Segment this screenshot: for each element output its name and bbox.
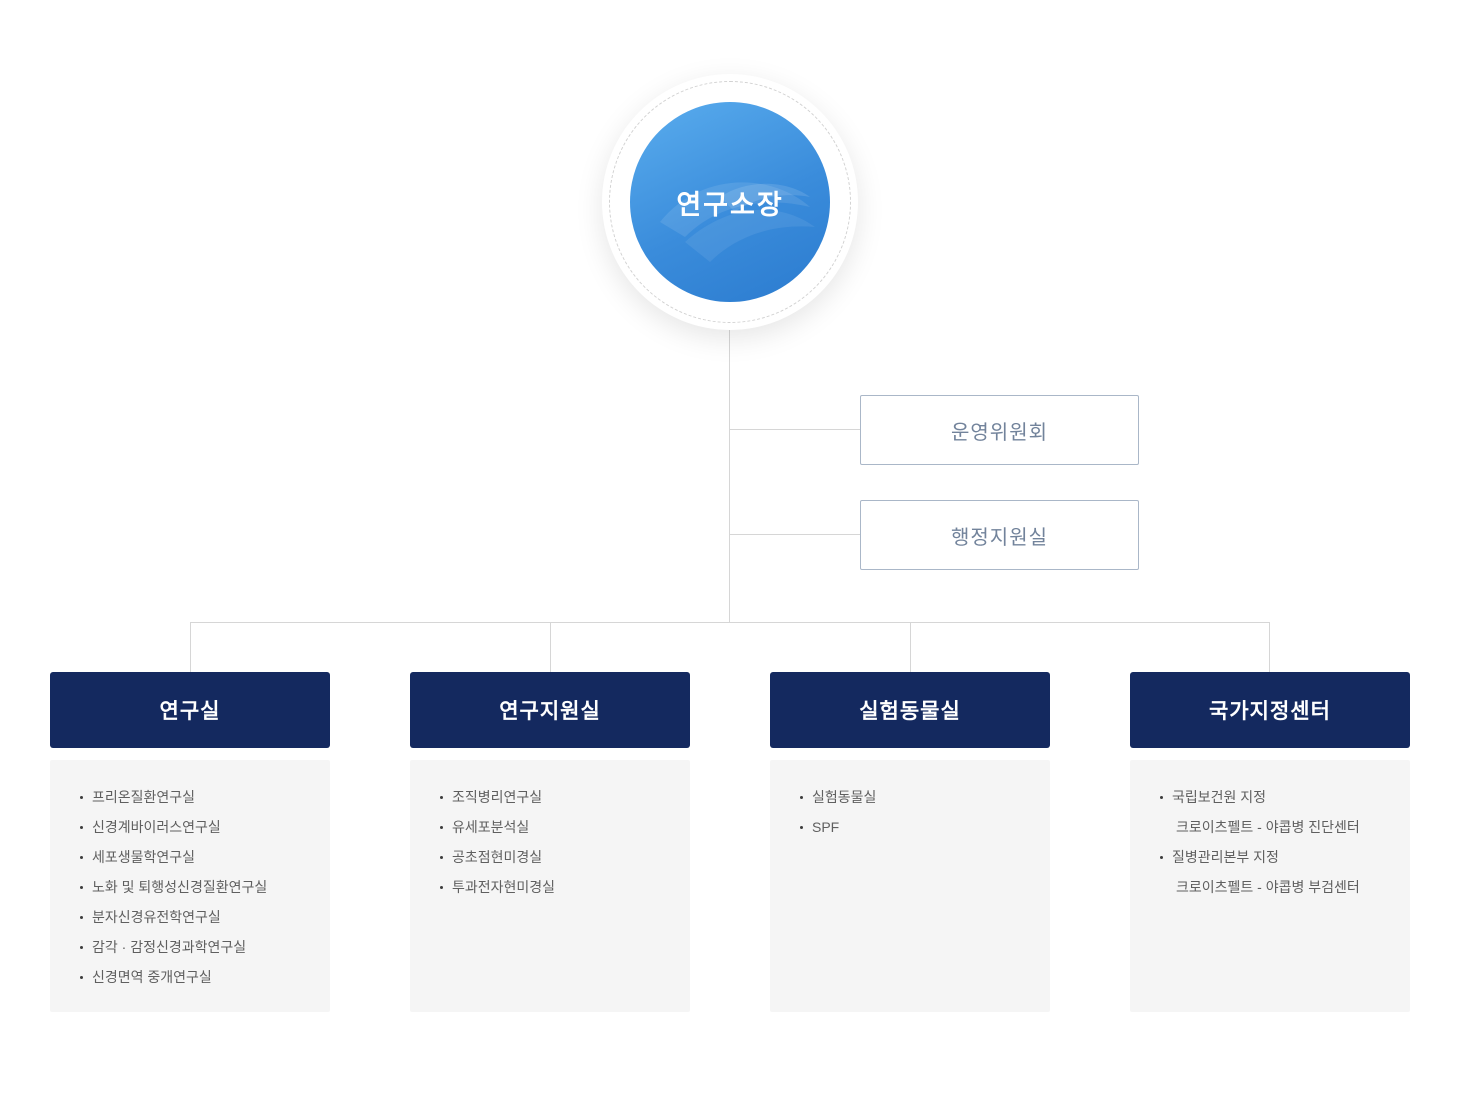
list-item: 프리온질환연구실 [80, 788, 320, 807]
dept-title: 국가지정센터 [1209, 700, 1331, 723]
connector-committee-2 [730, 534, 860, 535]
dept-3-panel: 실험동물실 SPF [770, 760, 1050, 1012]
connector-stub-2 [550, 622, 551, 672]
list-subitem: 크로이츠펠트 - 야콥병 진단센터 [1176, 819, 1360, 835]
list-item: 신경면역 중개연구실 [80, 968, 320, 987]
list-item: 세포생물학연구실 [80, 848, 320, 867]
dept-title: 연구실 [159, 700, 221, 723]
connector-main-horizontal [190, 622, 1270, 623]
director-circle-dashed-ring [609, 81, 851, 323]
dept-3-list: 실험동물실 SPF [800, 788, 1040, 837]
dept-title: 연구지원실 [499, 700, 601, 723]
connector-trunk [729, 330, 730, 622]
list-item: 질병관리본부 지정 [1160, 848, 1400, 867]
list-item: SPF [800, 818, 1040, 837]
dept-4-header: 국가지정센터 [1130, 672, 1410, 748]
list-item: 분자신경유전학연구실 [80, 908, 320, 927]
dept-1-list: 프리온질환연구실 신경계바이러스연구실 세포생물학연구실 노화 및 퇴행성신경질… [80, 788, 320, 987]
committee-box-admin-support: 행정지원실 [860, 500, 1139, 570]
list-item: 노화 및 퇴행성신경질환연구실 [80, 878, 320, 897]
committee-label: 운영위원회 [951, 421, 1048, 444]
list-item: 조직병리연구실 [440, 788, 680, 807]
list-item: 감각 · 감정신경과학연구실 [80, 938, 320, 957]
committee-label: 행정지원실 [951, 526, 1048, 549]
connector-committee-1 [730, 429, 860, 430]
dept-2-list: 조직병리연구실 유세포분석실 공초점현미경실 투과전자현미경실 [440, 788, 680, 897]
dept-4-list: 국립보건원 지정 크로이츠펠트 - 야콥병 진단센터 질병관리본부 지정 크로이… [1160, 788, 1400, 897]
list-item: 신경계바이러스연구실 [80, 818, 320, 837]
dept-3-header: 실험동물실 [770, 672, 1050, 748]
dept-1-panel: 프리온질환연구실 신경계바이러스연구실 세포생물학연구실 노화 및 퇴행성신경질… [50, 760, 330, 1012]
list-item: 국립보건원 지정 [1160, 788, 1400, 807]
list-item: 실험동물실 [800, 788, 1040, 807]
dept-1-header: 연구실 [50, 672, 330, 748]
committee-box-operating: 운영위원회 [860, 395, 1139, 465]
list-item: 투과전자현미경실 [440, 878, 680, 897]
connector-stub-3 [910, 622, 911, 672]
list-item: 공초점현미경실 [440, 848, 680, 867]
dept-title: 실험동물실 [859, 700, 961, 723]
director-node: 연구소장 [630, 102, 830, 302]
list-subitem: 크로이츠펠트 - 야콥병 부검센터 [1176, 879, 1360, 895]
director-label: 연구소장 [676, 189, 784, 220]
dept-2-header: 연구지원실 [410, 672, 690, 748]
connector-stub-1 [190, 622, 191, 672]
list-item: 유세포분석실 [440, 818, 680, 837]
dept-2-panel: 조직병리연구실 유세포분석실 공초점현미경실 투과전자현미경실 [410, 760, 690, 1012]
dept-4-panel: 국립보건원 지정 크로이츠펠트 - 야콥병 진단센터 질병관리본부 지정 크로이… [1130, 760, 1410, 1012]
connector-stub-4 [1269, 622, 1270, 672]
